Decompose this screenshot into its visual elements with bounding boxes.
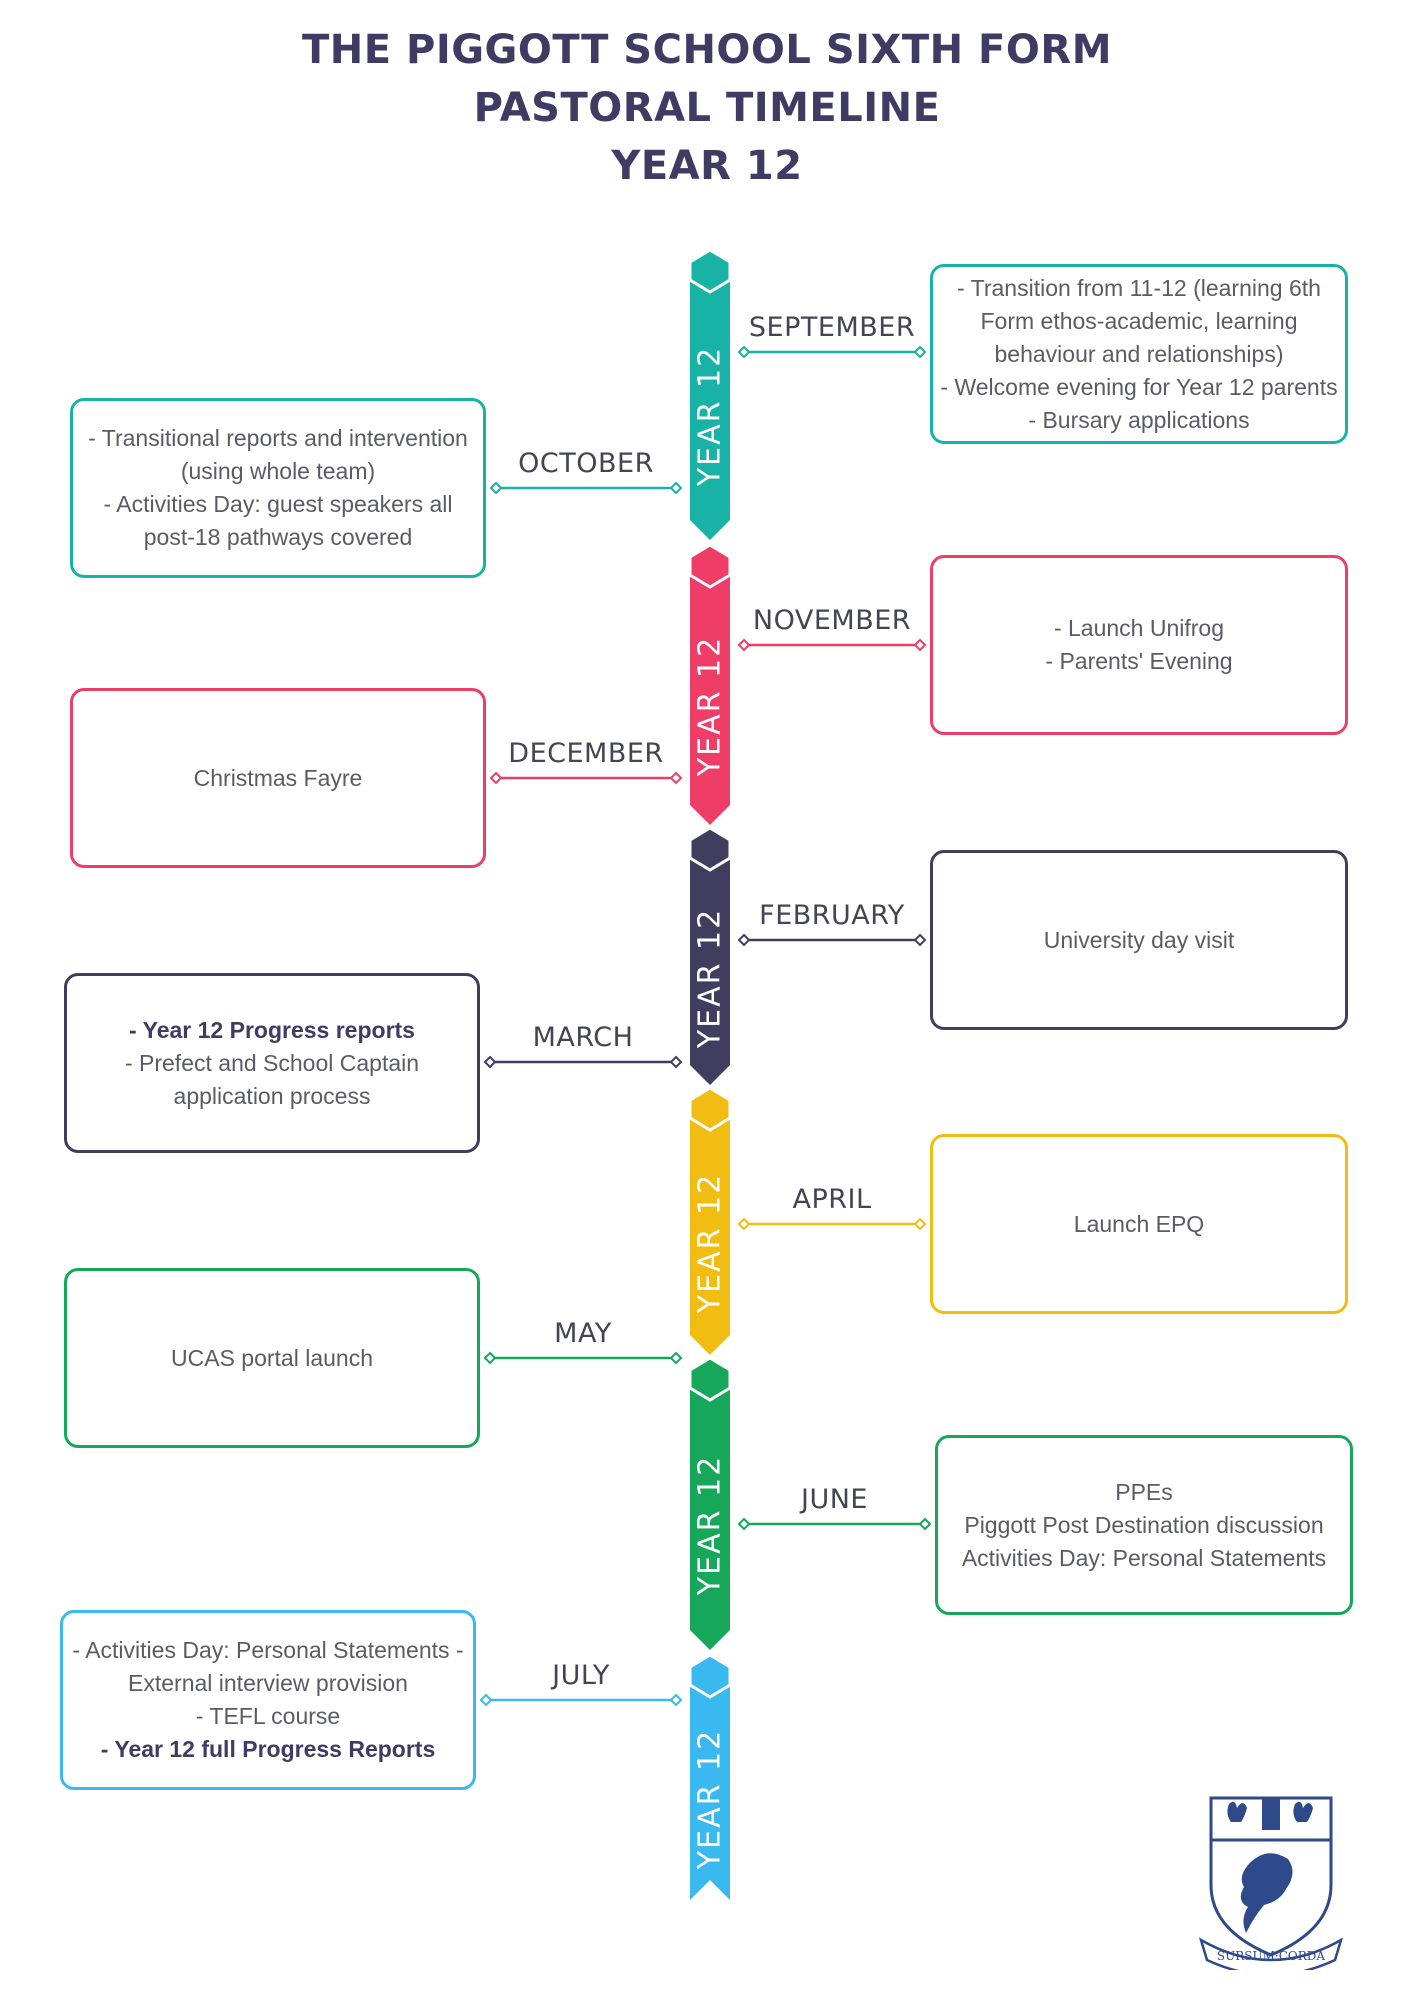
connector-end-marker [737, 638, 751, 652]
event-box-april: Launch EPQ [930, 1134, 1348, 1314]
connector-end-marker [737, 345, 751, 359]
event-text: University day visit [1043, 926, 1235, 953]
segment-label: YEAR 12 [692, 1454, 728, 1596]
connector-end-marker [913, 1217, 927, 1231]
event-box-october: - Transitional reports and intervention (… [70, 398, 486, 578]
segment-node [688, 826, 732, 872]
connector-end-marker [669, 1351, 683, 1365]
connector-end-marker [483, 1055, 497, 1069]
event-box-july: - Activities Day: Personal Statements - E… [60, 1610, 476, 1790]
event-box-december: Christmas Fayre [70, 688, 486, 868]
connector-end-marker [479, 1693, 493, 1707]
month-label-december: DECEMBER [508, 738, 664, 769]
event-text: Piggott Post Destination discussion [964, 1511, 1324, 1538]
connector-end-marker [737, 1217, 751, 1231]
connector-end-marker [669, 771, 683, 785]
connector-end-marker [737, 1517, 751, 1531]
event-text: - Bursary applications [1028, 406, 1250, 433]
event-text: UCAS portal launch [171, 1344, 373, 1371]
segment-node [688, 1356, 732, 1402]
page-title-line-1: THE PIGGOTT SCHOOL SIXTH FORM [301, 27, 1112, 73]
connector-end-marker [669, 1693, 683, 1707]
timeline-segment [690, 1088, 730, 1355]
event-text: - TEFL course [195, 1703, 341, 1729]
timeline-segment [690, 1655, 730, 1900]
event-text: - Prefect and School Captain [124, 1049, 420, 1076]
event-text: - Transition from 11-12 (learning 6th [957, 274, 1321, 301]
segment-label: YEAR 12 [692, 1728, 728, 1869]
event-text: - Activities Day: guest speakers all [103, 491, 453, 517]
segment-label: YEAR 12 [692, 635, 728, 777]
event-text: - Year 12 full Progress Reports [100, 1736, 436, 1762]
connector-end-marker [913, 638, 927, 652]
event-box-february: University day visit [930, 850, 1348, 1030]
connector-end-marker [737, 933, 751, 947]
event-text: Christmas Fayre [193, 764, 363, 791]
page-title-line-3: YEAR 12 [611, 143, 803, 189]
segment-node [688, 248, 732, 294]
timeline-segment [690, 545, 730, 825]
segment-node [688, 1653, 732, 1699]
timeline-segment [690, 828, 730, 1085]
segment-node [688, 1086, 732, 1132]
month-label-april: APRIL [792, 1184, 872, 1215]
event-text: PPEs [1115, 1478, 1173, 1505]
connector-end-marker [913, 345, 927, 359]
event-box-march: - Year 12 Progress reports - Prefect and … [64, 973, 480, 1153]
month-label-june: JUNE [801, 1484, 868, 1515]
event-text: External interview provision [128, 1670, 408, 1696]
connector-end-marker [918, 1517, 932, 1531]
timeline-segment [690, 250, 730, 540]
event-text: - Transitional reports and intervention [88, 425, 468, 451]
event-text: Form ethos-academic, learning [980, 307, 1298, 334]
event-text: Launch EPQ [1073, 1210, 1205, 1237]
connector-end-marker [913, 933, 927, 947]
month-label-march: MARCH [532, 1022, 634, 1053]
event-text: post-18 pathways covered [143, 524, 413, 550]
month-label-september: SEPTEMBER [748, 312, 916, 343]
event-text: - Welcome evening for Year 12 parents [940, 373, 1338, 400]
segment-label: YEAR 12 [692, 345, 728, 487]
event-text: - Year 12 Progress reports [129, 1016, 415, 1043]
connector-end-marker [483, 1351, 497, 1365]
connector-end-marker [489, 481, 503, 495]
month-label-february: FEBRUARY [759, 900, 905, 931]
page-title-line-2: PASTORAL TIMELINE [473, 85, 941, 131]
event-text: behaviour and relationships) [994, 340, 1284, 367]
month-label-july: JULY [552, 1660, 610, 1691]
month-label-may: MAY [554, 1318, 612, 1349]
event-text: - Parents' Evening [1045, 648, 1233, 674]
segment-node [688, 543, 732, 589]
event-box-november: - Launch Unifrog - Parents' Evening [930, 555, 1348, 735]
connector-end-marker [669, 1055, 683, 1069]
month-label-october: OCTOBER [518, 448, 654, 479]
event-text: application process [173, 1082, 371, 1109]
event-text: - Launch Unifrog [1053, 615, 1225, 641]
event-text: - Activities Day: Personal Statements - [72, 1637, 464, 1663]
connector-end-marker [669, 481, 683, 495]
crest-motto: SURSUM·CORDA [1217, 1949, 1325, 1963]
school-crest-icon: SURSUM·CORDA [1198, 1796, 1344, 1970]
timeline-segment [690, 1358, 730, 1650]
month-label-november: NOVEMBER [752, 605, 912, 636]
event-text: Activities Day: Personal Statements [961, 1544, 1327, 1571]
event-text: (using whole team) [180, 458, 376, 484]
connector-end-marker [489, 771, 503, 785]
event-box-may: UCAS portal launch [64, 1268, 480, 1448]
